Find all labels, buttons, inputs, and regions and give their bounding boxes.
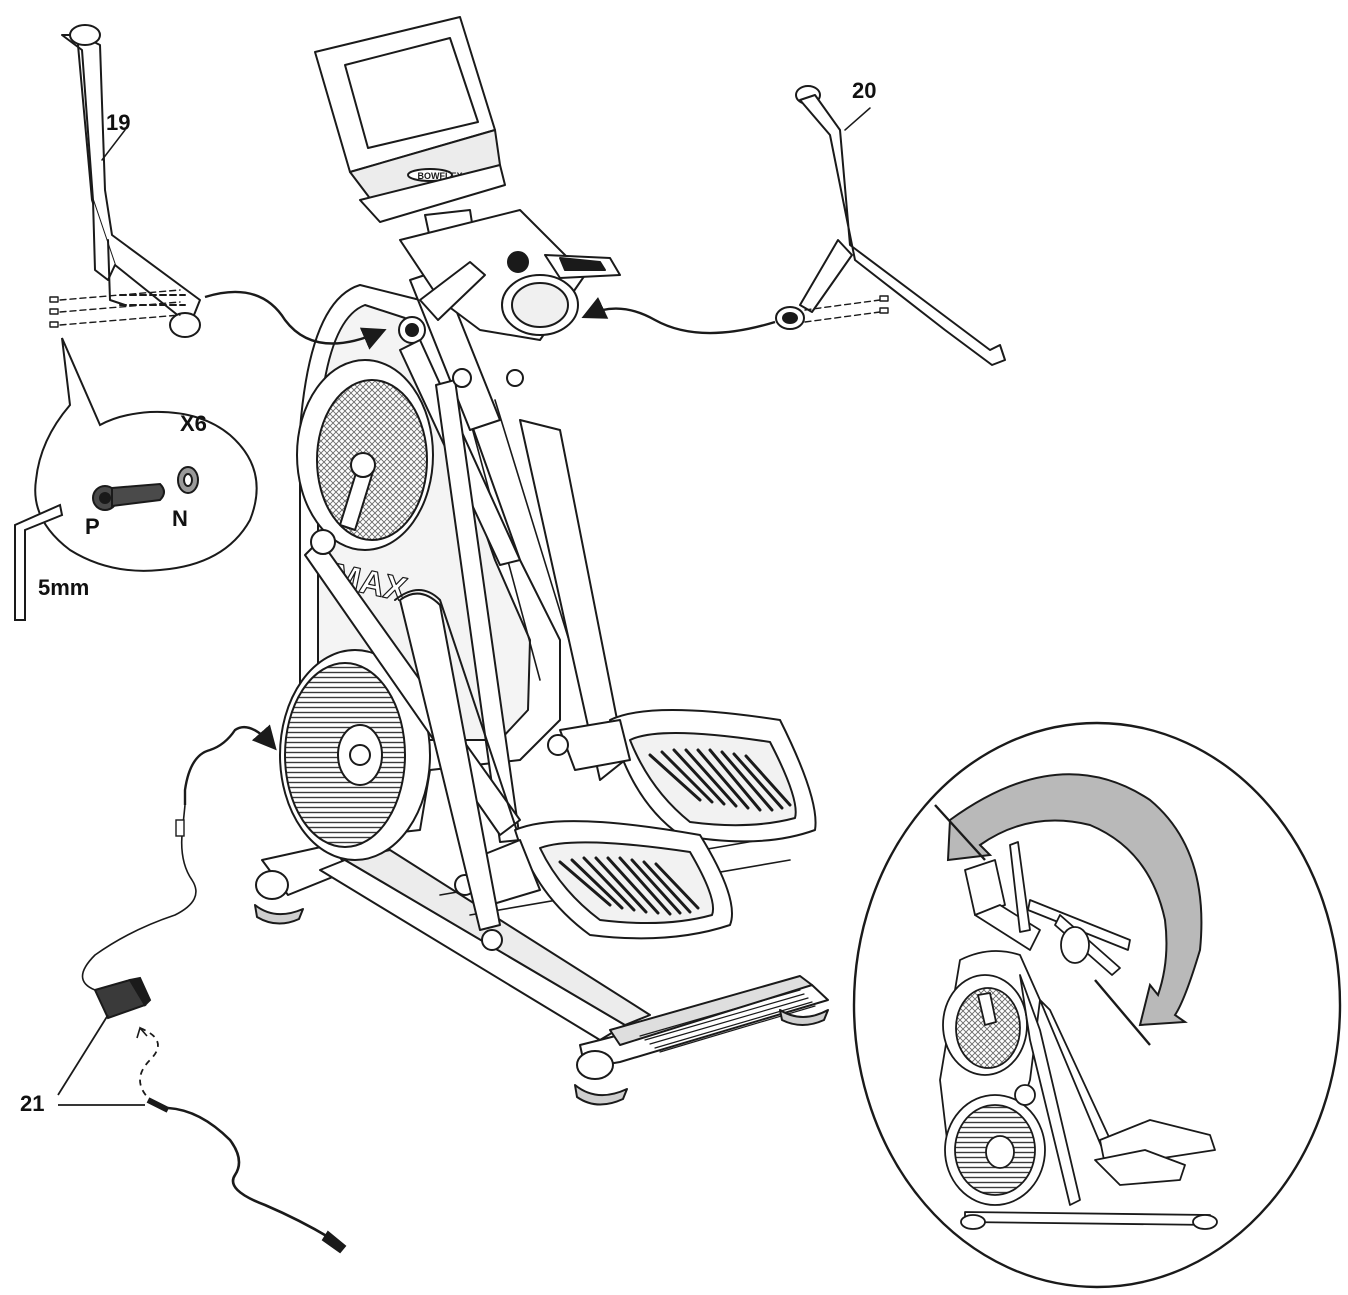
handlebar-hub	[398, 209, 621, 344]
fold-arrow-icon	[946, 773, 1203, 1027]
left-pedal-treads	[558, 856, 700, 916]
front-stabilizer	[574, 975, 829, 1106]
part-label-19: 19	[106, 110, 131, 135]
right-pedal	[547, 709, 817, 843]
folded-machine	[939, 841, 1218, 1230]
right-pedal-treads	[648, 748, 792, 812]
link-arms	[399, 339, 524, 843]
hex-wrench-icon	[14, 503, 64, 621]
assembly-arrows	[183, 290, 776, 805]
trainer-machine: MAX BOWFLEX	[254, 16, 829, 1106]
part-label-21: 21	[20, 1091, 45, 1116]
arrow-power-cord	[183, 724, 277, 805]
part-label-20: 20	[852, 78, 877, 103]
fold-inset	[852, 721, 1342, 1289]
bolt-label: P	[85, 514, 100, 539]
console-unit: BOWFLEX	[314, 16, 506, 223]
arrow-handlebar-20	[581, 297, 776, 335]
arrow-handlebar-19	[204, 290, 387, 350]
upper-fan	[296, 359, 434, 551]
lower-fan	[279, 649, 431, 861]
wrench-size-label: 5mm	[38, 575, 90, 600]
leader-lines-21	[57, 1014, 145, 1106]
washer-n-icon	[177, 466, 199, 494]
center-post	[399, 592, 503, 951]
console-brand: BOWFLEX	[418, 171, 463, 181]
handlebar-19	[49, 24, 201, 338]
power-adapter	[81, 804, 347, 1254]
hardware-callout	[34, 337, 258, 572]
rear-stabilizer	[254, 844, 351, 925]
handlebar-20	[775, 85, 1006, 366]
washer-label: N	[172, 506, 188, 531]
bolt-p-icon	[92, 482, 165, 511]
quantity-label: X6	[180, 411, 207, 436]
